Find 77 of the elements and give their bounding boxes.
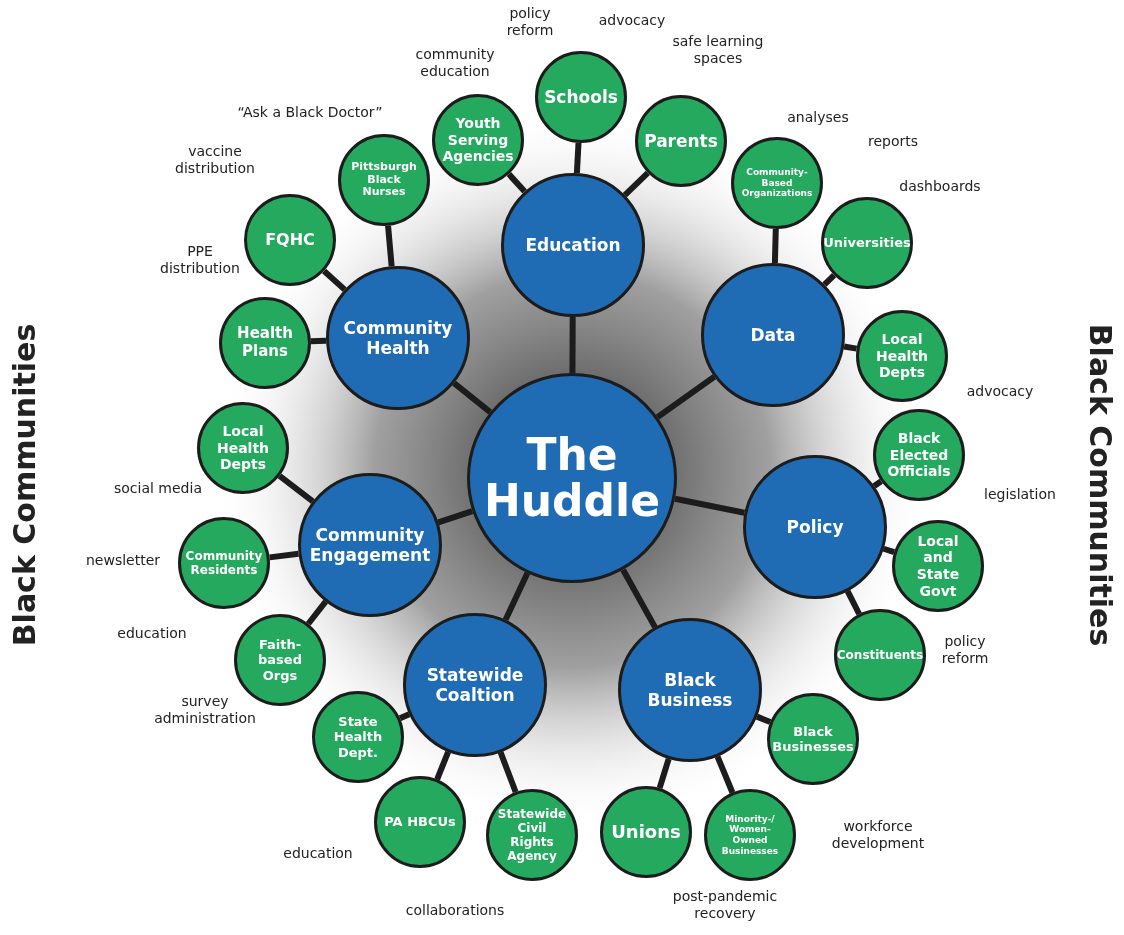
annotation-text: dashboards [898, 177, 982, 195]
annotation-text: policy reform [940, 633, 990, 667]
connector-line [437, 508, 474, 526]
node-label: Education [524, 234, 622, 255]
node-label: PA HBCUs [383, 814, 457, 830]
node-label: Statewide Coaltion [425, 664, 525, 706]
annotation-text: education [116, 624, 188, 642]
annotation-text: newsletter [84, 551, 162, 569]
node-label: State Health Dept. [332, 714, 384, 760]
connector-line [434, 750, 451, 781]
node-label: Local Health Depts [215, 423, 271, 473]
connector-line [656, 757, 672, 789]
annotation-text: reports [866, 132, 920, 150]
annotation-text: education [282, 844, 354, 862]
annotation-text: collaborations [404, 901, 506, 919]
connector-line [322, 268, 347, 292]
annotation-text: legislation [983, 485, 1057, 503]
connector-line [385, 225, 395, 267]
annotation-text: safe learning spaces [671, 33, 765, 67]
node-label: Schools [543, 86, 619, 107]
annotation-text: post-pandemic recovery [671, 888, 779, 922]
node-label: Community Residents [184, 548, 264, 578]
connector-line [822, 273, 837, 287]
side-title: Black Communities [1082, 323, 1118, 647]
node-label: Community Health [342, 317, 454, 359]
node-label: Policy [785, 516, 845, 537]
connector-line [277, 473, 315, 504]
annotation-text: survey administration [153, 693, 257, 727]
node-label: Community-Based Organizations [740, 167, 814, 199]
annotation-text: PPE distribution [159, 243, 241, 277]
node-label: Statewide Civil Rights Agency [496, 806, 568, 864]
connector-line [573, 142, 582, 174]
node-label: Data [749, 324, 797, 345]
node-label: Parents [643, 130, 719, 151]
node-label: Minority-/ Women-Owned Businesses [720, 813, 780, 857]
node-label: Community Engagement [308, 524, 432, 566]
node-label: Local and State Govt [915, 532, 961, 600]
node-label: Local Health Depts [874, 331, 930, 381]
node-label: Faith-based Orgs [257, 637, 303, 683]
annotation-text: workforce development [830, 818, 926, 852]
node-label: Youth Serving Agencies [441, 115, 515, 165]
node-label: FQHC [264, 230, 316, 250]
node-label: Black Elected Officials [886, 430, 952, 480]
annotation-text: advocacy [965, 382, 1035, 400]
node-label: Constituents [835, 647, 925, 663]
connector-line [844, 589, 862, 616]
connector-line [269, 550, 299, 561]
annotation-text: advocacy [597, 11, 667, 29]
node-label: The Huddle [482, 431, 662, 525]
connector-line [497, 751, 519, 794]
connector-line [622, 170, 650, 198]
connector-line [452, 380, 493, 415]
node-label: Health Plans [236, 325, 294, 361]
side-title: Black Communities [7, 323, 43, 647]
annotation-text: vaccine distribution [174, 143, 256, 177]
node-label: Pittsburgh Black Nurses [350, 160, 418, 200]
connector-line [502, 571, 531, 622]
connector-line [306, 599, 328, 626]
annotation-text: analyses [786, 108, 850, 126]
connector-line [771, 228, 779, 264]
annotation-text: “Ask a Black Doctor” [236, 103, 384, 121]
connector-line [620, 568, 658, 629]
node-label: Black Businesses [771, 723, 855, 755]
node-label: Black Business [646, 669, 734, 711]
connector-line [310, 337, 327, 345]
connector-line [674, 495, 746, 516]
node-label: Unions [610, 821, 682, 843]
annotation-text: social media [113, 479, 203, 497]
connector-line [506, 172, 527, 194]
connector-line [569, 317, 576, 373]
annotation-text: policy reform [505, 5, 555, 39]
connector-line [843, 343, 858, 352]
connector-line [714, 755, 736, 794]
connector-line [655, 374, 717, 420]
connector-line [755, 713, 772, 725]
annotation-text: community education [414, 46, 496, 80]
node-label: Universities [822, 235, 912, 251]
